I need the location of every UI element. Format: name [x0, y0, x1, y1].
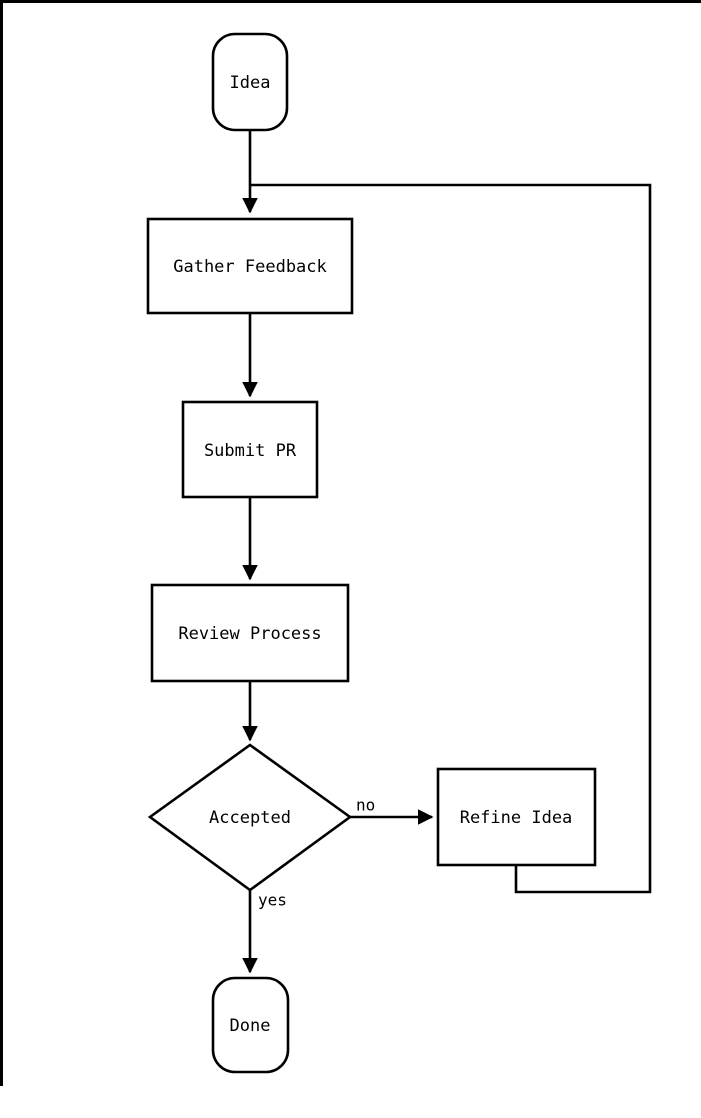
- page-frame-top-rule: [0, 0, 701, 3]
- page-frame-left-rule: [0, 0, 3, 1086]
- node-refine-idea[interactable]: Refine Idea: [436, 767, 597, 867]
- node-accepted-decision[interactable]: Accepted: [147, 743, 353, 892]
- edge-refine-to-gather-loop: [250, 183, 652, 894]
- node-accepted-decision-shape[interactable]: [147, 743, 353, 892]
- edge-label-yes: yes: [258, 891, 287, 910]
- edge-accepted-to-refine: no: [350, 796, 434, 825]
- edge-label-no: no: [356, 796, 375, 815]
- node-submit-pr-label: Submit PR: [204, 441, 297, 461]
- node-review-process-label: Review Process: [178, 624, 321, 644]
- node-idea-label: Idea: [230, 73, 271, 93]
- node-refine-idea-shape[interactable]: [436, 767, 597, 867]
- node-idea-shape[interactable]: [211, 32, 289, 132]
- node-gather-feedback-shape[interactable]: [146, 217, 354, 315]
- node-accepted-decision-label: Accepted: [209, 808, 291, 828]
- node-idea[interactable]: Idea: [211, 32, 289, 132]
- edge-accepted-to-done: yes: [242, 890, 287, 974]
- node-review-process-shape[interactable]: [150, 583, 350, 683]
- node-done[interactable]: Done: [211, 976, 290, 1074]
- node-review-process[interactable]: Review Process: [150, 583, 350, 683]
- node-gather-feedback[interactable]: Gather Feedback: [146, 217, 354, 315]
- node-submit-pr-shape[interactable]: [181, 400, 319, 499]
- node-done-label: Done: [230, 1016, 271, 1036]
- node-done-shape[interactable]: [211, 976, 290, 1074]
- node-refine-idea-label: Refine Idea: [460, 808, 573, 828]
- node-gather-feedback-label: Gather Feedback: [173, 257, 327, 277]
- node-submit-pr[interactable]: Submit PR: [181, 400, 319, 499]
